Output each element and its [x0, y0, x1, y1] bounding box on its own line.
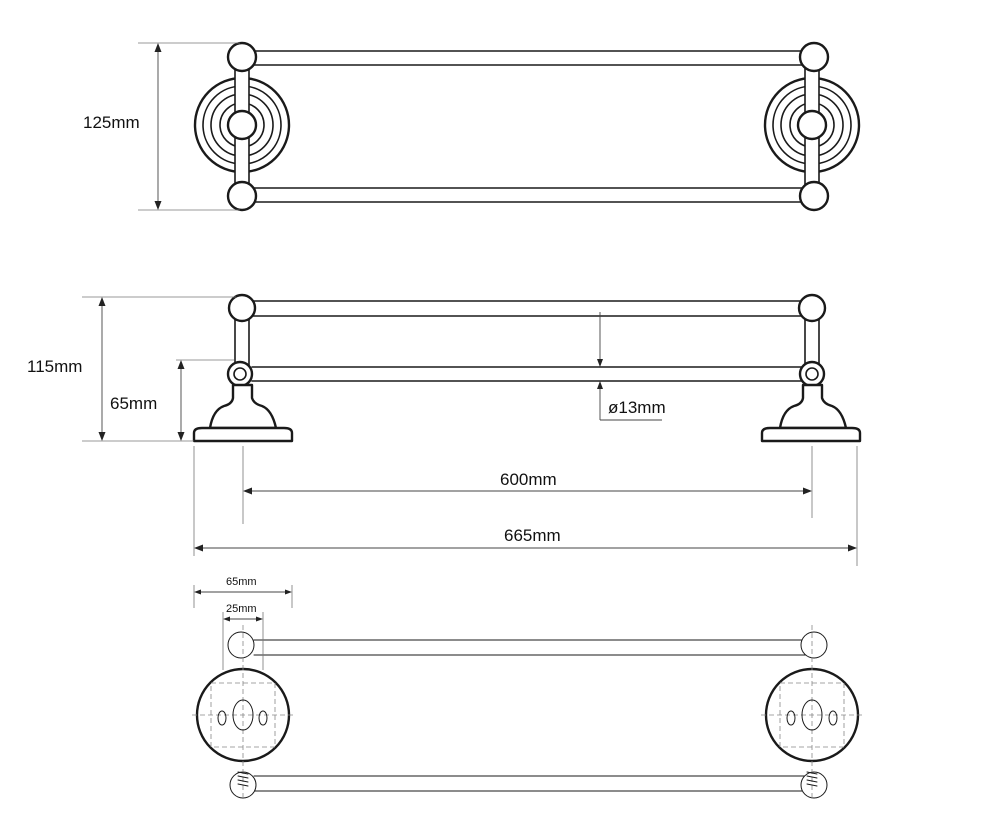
side-view-left-bracket: [192, 293, 294, 443]
front-view-upper-rail: [251, 50, 807, 66]
front-view: 125mm: [83, 41, 861, 212]
projection-total-label: 115mm: [27, 357, 82, 376]
bar-diameter-callout: ø13mm: [597, 312, 666, 421]
side-view: 115mm 65mm ø13mm 600mm: [27, 293, 862, 566]
bar-diameter-label: ø13mm: [608, 398, 666, 417]
bar-spacing-label: 600mm: [500, 470, 557, 489]
side-view-upper-rail: [251, 300, 807, 317]
projection-lower-dimension: 65mm: [110, 359, 234, 441]
rear-view-right-rosette: [761, 625, 863, 800]
rear-view-lower-rail: [253, 775, 807, 792]
height-label: 125mm: [83, 113, 140, 132]
front-view-lower-rail: [251, 187, 807, 203]
rear-view-left-rosette: [192, 625, 294, 800]
bar-spacing-dimension: 600mm: [242, 446, 813, 524]
overall-length-dimension: 665mm: [193, 446, 858, 566]
overall-length-label: 665mm: [504, 526, 561, 545]
base-diameter-dimension: 65mm: [193, 576, 293, 608]
side-view-right-bracket: [760, 293, 862, 443]
rear-view-upper-rail: [253, 639, 807, 656]
rear-view: 65mm 25mm: [192, 576, 863, 800]
fixing-spacing-label: 25mm: [226, 603, 257, 615]
front-view-left-bracket: [193, 41, 291, 212]
projection-lower-label: 65mm: [110, 394, 157, 413]
projection-total-dimension: 115mm: [27, 296, 236, 442]
height-dimension: 125mm: [83, 42, 240, 211]
fixing-screw-icon: [237, 771, 249, 787]
fixing-spacing-dimension: 25mm: [222, 603, 264, 670]
side-view-lower-rail: [251, 366, 807, 382]
front-view-right-bracket: [763, 41, 861, 212]
fixing-screw-icon: [806, 771, 818, 787]
base-diameter-label: 65mm: [226, 576, 257, 588]
